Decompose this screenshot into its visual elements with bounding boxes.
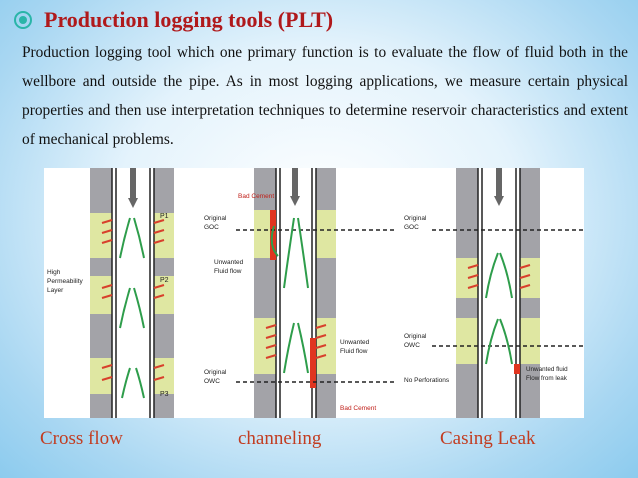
bad-cement-top-label: Bad Cement: [238, 193, 274, 200]
owc-label-line1: Original: [204, 369, 227, 376]
unwanted-bottom-line1: Unwanted: [340, 339, 370, 346]
p2-label: P2: [160, 277, 169, 284]
channeling-diagram: Bad Cement Original GOC Unwanted Fluid f…: [200, 168, 396, 418]
caption-casing-leak: Casing Leak: [440, 428, 536, 449]
unwanted-top-line1: Unwanted: [214, 259, 244, 266]
goc-label-line2: GOC: [204, 224, 219, 231]
unwanted-bottom-line2: Fluid flow: [340, 348, 368, 355]
layer-label-line1: High: [47, 269, 61, 276]
unwanted-top-line2: Fluid flow: [214, 268, 242, 275]
slide-title: Production logging tools (PLT): [44, 7, 334, 32]
owc-label-line2: OWC: [404, 342, 420, 349]
p3-label: P3: [160, 391, 169, 398]
bullet-dot: [19, 16, 27, 24]
bullet-icon: [14, 11, 32, 29]
leak-label-line2: Flow from leak: [526, 375, 568, 382]
caption-channeling: channeling: [238, 428, 322, 449]
slide-paragraph: Production logging tool which one primar…: [22, 44, 628, 148]
leak-label-line1: Unwanted fluid: [526, 366, 568, 373]
owc-label-line2: OWC: [204, 378, 220, 385]
no-perforations-label: No Perforations: [404, 377, 450, 384]
casing-leak-diagram: Original GOC Original OWC No Perforation…: [402, 168, 584, 418]
cross-flow-diagram: P1 P2 P3 High Permeability Layer: [44, 168, 200, 418]
plt-figure: P1 P2 P3 High Permeability Layer: [44, 168, 584, 418]
bad-cement-bottom-label: Bad Cement: [340, 405, 376, 412]
layer-label-line3: Layer: [47, 287, 64, 294]
caption-cross-flow: Cross flow: [40, 428, 123, 449]
owc-label-line1: Original: [404, 333, 427, 340]
layer-label-line2: Permeability: [47, 278, 84, 285]
title-row: Production logging tools (PLT): [10, 4, 333, 36]
p1-label: P1: [160, 213, 169, 220]
goc-label-line1: Original: [204, 215, 227, 222]
goc-label-line1: Original: [404, 215, 427, 222]
goc-label-line2: GOC: [404, 224, 419, 231]
